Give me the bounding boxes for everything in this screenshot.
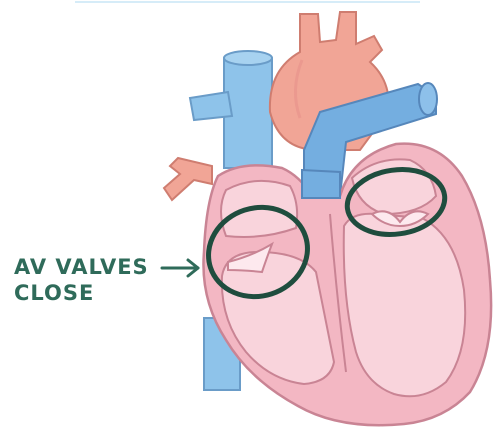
label-line-2: CLOSE xyxy=(14,280,149,306)
av-valves-close-label: AV VALVES CLOSE xyxy=(14,254,149,306)
label-line-1: AV VALVES xyxy=(14,254,149,280)
pulmonary-vein-left-branch xyxy=(164,158,212,200)
right-arrow-icon xyxy=(162,260,198,276)
pulmonary-vein-left xyxy=(190,92,232,120)
heart-body xyxy=(203,144,491,426)
